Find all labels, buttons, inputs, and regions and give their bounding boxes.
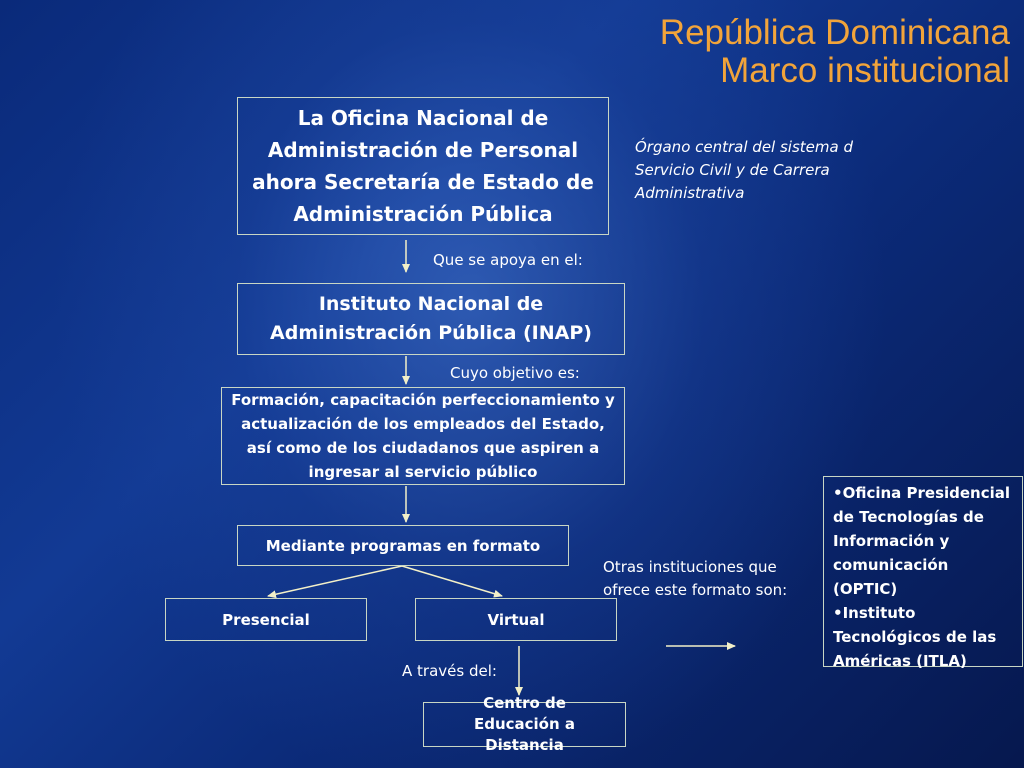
- label-apoya: Que se apoya en el:: [433, 251, 583, 269]
- objective-box: Formación, capacitación perfeccionamient…: [221, 387, 625, 485]
- inap-box: Instituto Nacional de Administración Púb…: [237, 283, 625, 355]
- ced-box: Centro de Educación a Distancia: [423, 694, 626, 754]
- onap-note: Órgano central del sistema d Servicio Ci…: [635, 138, 853, 202]
- programs-box: Mediante programas en formato: [237, 525, 569, 566]
- virtual-text: Virtual: [487, 610, 545, 629]
- arrow-programs-to-presencial: [267, 565, 403, 599]
- label-objetivo: Cuyo objetivo es:: [450, 364, 580, 382]
- arrow-programs-to-virtual: [401, 565, 503, 598]
- label-traves: A través del:: [402, 662, 497, 680]
- title-line-1: República Dominicana: [659, 13, 1010, 52]
- slide-title: República Dominicana Marco institucional: [660, 14, 1010, 90]
- title-line-2: Marco institucional: [720, 51, 1010, 90]
- institution-optic: •Oficina Presidencial de Tecnologías de …: [833, 484, 1011, 598]
- other-institutions-box: •Oficina Presidencial de Tecnologías de …: [823, 476, 1023, 670]
- institution-itla: •Instituto Tecnológicos de las Américas …: [833, 604, 997, 670]
- virtual-box: Virtual: [415, 598, 617, 641]
- onap-box: La Oficina Nacional de Administración de…: [237, 97, 609, 235]
- objective-text: Formación, capacitación perfeccionamient…: [231, 391, 615, 481]
- inap-text: Instituto Nacional de Administración Púb…: [270, 293, 592, 344]
- onap-text: La Oficina Nacional de Administración de…: [252, 106, 594, 226]
- ced-text: Centro de Educación a Distancia: [473, 694, 576, 754]
- programs-text: Mediante programas en formato: [265, 536, 541, 555]
- presencial-text: Presencial: [222, 610, 310, 629]
- presencial-box: Presencial: [165, 598, 367, 641]
- label-otras: Otras instituciones que ofrece este form…: [603, 558, 788, 599]
